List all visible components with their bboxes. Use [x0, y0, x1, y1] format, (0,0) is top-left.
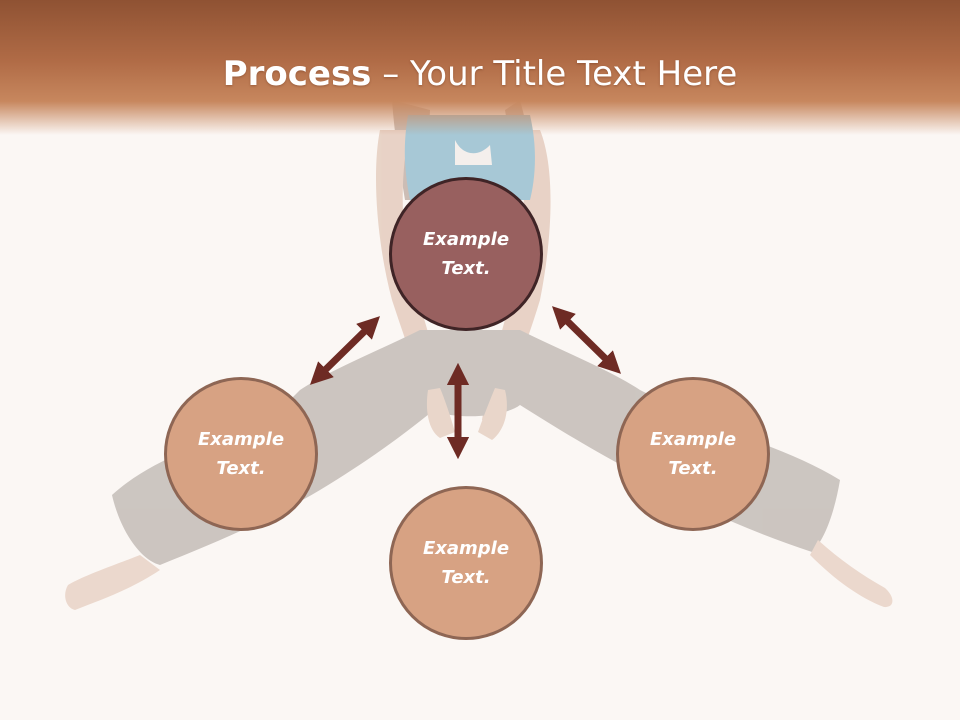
- title-rest: – Your Title Text Here: [371, 54, 738, 94]
- node-bottom-label: Example Text.: [422, 538, 510, 588]
- title-banner: [0, 0, 960, 135]
- node-top-label: Example Text.: [422, 229, 510, 279]
- node-left-label: Example Text.: [197, 429, 285, 479]
- arrow-top-right: [552, 306, 621, 374]
- node-right-label: Example Text.: [649, 429, 737, 479]
- slide-title: Process – Your Title Text Here: [0, 52, 960, 96]
- process-node-top: Example Text.: [389, 177, 543, 331]
- process-node-left: Example Text.: [164, 377, 318, 531]
- title-bold: Process: [222, 54, 372, 94]
- process-node-right: Example Text.: [616, 377, 770, 531]
- arrow-top-left: [310, 316, 380, 385]
- process-node-bottom: Example Text.: [389, 486, 543, 640]
